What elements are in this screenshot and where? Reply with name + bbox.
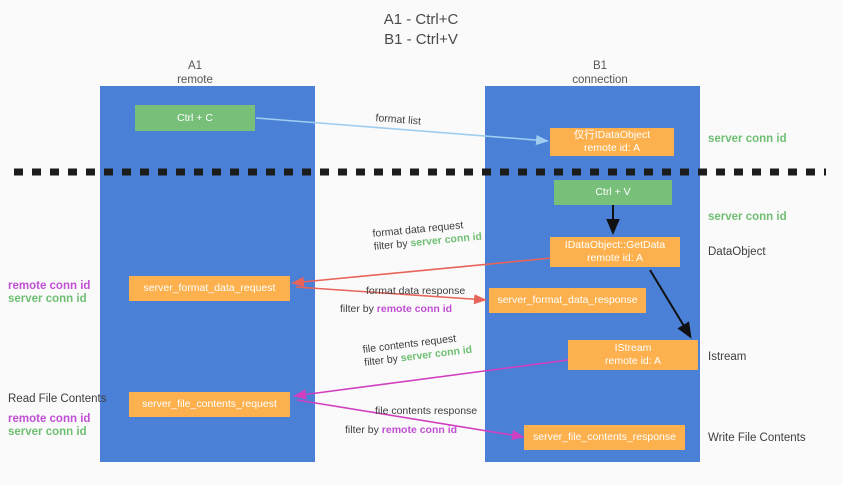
label-write-file-contents: Write File Contents bbox=[708, 432, 806, 444]
diagram-title: A1 - Ctrl+C B1 - Ctrl+V bbox=[0, 10, 842, 50]
arrow-getdata-to-istream bbox=[649, 269, 692, 339]
box-idataobject-getdata[interactable]: IDataObject::GetData remote id: A bbox=[550, 237, 680, 267]
caption-format-data-response-line1: format data response bbox=[366, 285, 466, 297]
box-server-file-contents-request[interactable]: server_file_contents_request bbox=[129, 392, 290, 417]
box-server-format-data-request[interactable]: server_format_data_request bbox=[129, 276, 290, 301]
caption-fcres-prefix: filter by bbox=[345, 424, 382, 436]
label-remote-conn-id-upper: remote conn id bbox=[8, 280, 91, 292]
label-remote-conn-id-lower: remote conn id bbox=[8, 413, 91, 425]
label-data-object: DataObject bbox=[708, 246, 766, 258]
box-server-format-data-response-label: server_format_data_response bbox=[497, 294, 638, 306]
arrow-file-contents-response bbox=[296, 399, 525, 441]
arrow-format-list bbox=[255, 117, 549, 146]
column-a1-sub: remote bbox=[177, 74, 213, 86]
title-line-2: B1 - Ctrl+V bbox=[384, 31, 458, 48]
box-getdata-line1: IDataObject::GetData bbox=[564, 239, 666, 251]
label-server-conn-id-upper: server conn id bbox=[8, 293, 87, 305]
title-line-1: A1 - Ctrl+C bbox=[383, 11, 459, 28]
box-istream-line1: IStream bbox=[614, 342, 652, 354]
box-idataobject-line1: 仅行IDataObject bbox=[573, 129, 651, 141]
arrow-file-contents-request bbox=[293, 359, 569, 400]
caption-fdreq-prefix: filter by bbox=[373, 237, 411, 253]
column-header-a1: A1 remote bbox=[150, 59, 240, 87]
label-read-file-contents: Read File Contents bbox=[8, 393, 107, 405]
column-header-b1: B1 connection bbox=[550, 59, 650, 87]
box-ctrl-c[interactable]: Ctrl + C bbox=[135, 105, 255, 131]
column-b1-name: B1 bbox=[592, 60, 608, 72]
label-server-conn-id-second: server conn id bbox=[708, 211, 787, 223]
caption-fdres-value: remote conn id bbox=[376, 303, 453, 315]
box-ctrl-c-label: Ctrl + C bbox=[177, 111, 213, 124]
box-ctrl-v[interactable]: Ctrl + V bbox=[554, 180, 672, 205]
caption-file-contents-response: file contents response filter by remote … bbox=[345, 405, 478, 437]
box-istream-line2: remote id: A bbox=[604, 355, 662, 367]
caption-format-data-response-filter: filter by remote conn id bbox=[340, 303, 465, 316]
box-ctrl-v-label: Ctrl + V bbox=[595, 186, 631, 198]
caption-file-contents-response-filter: filter by remote conn id bbox=[345, 424, 477, 437]
label-server-conn-id-top: server conn id bbox=[708, 133, 787, 145]
box-server-format-data-response[interactable]: server_format_data_response bbox=[489, 288, 646, 313]
box-server-file-contents-response[interactable]: server_file_contents_response bbox=[524, 425, 685, 450]
box-idataobject-line2: remote id: A bbox=[583, 142, 641, 154]
caption-fcres-value: remote conn id bbox=[381, 424, 458, 436]
box-idataobject[interactable]: 仅行IDataObject remote id: A bbox=[550, 128, 674, 156]
box-server-format-data-request-label: server_format_data_request bbox=[143, 282, 276, 294]
box-getdata-line2: remote id: A bbox=[586, 252, 644, 264]
box-server-file-contents-request-label: server_file_contents_request bbox=[142, 398, 277, 410]
caption-format-data-response: format data response filter by remote co… bbox=[340, 285, 466, 316]
box-istream[interactable]: IStream remote id: A bbox=[568, 340, 698, 370]
label-server-conn-id-lower: server conn id bbox=[8, 426, 87, 438]
arrow-format-data-request bbox=[291, 257, 553, 287]
caption-fdres-prefix: filter by bbox=[340, 303, 377, 315]
label-istream: Istream bbox=[708, 351, 747, 363]
column-b1-sub: connection bbox=[572, 74, 628, 86]
arrow-format-data-response bbox=[295, 286, 487, 305]
column-a1-name: A1 bbox=[187, 60, 203, 72]
caption-file-contents-response-line1: file contents response bbox=[375, 405, 478, 417]
box-server-file-contents-response-label: server_file_contents_response bbox=[532, 431, 676, 443]
